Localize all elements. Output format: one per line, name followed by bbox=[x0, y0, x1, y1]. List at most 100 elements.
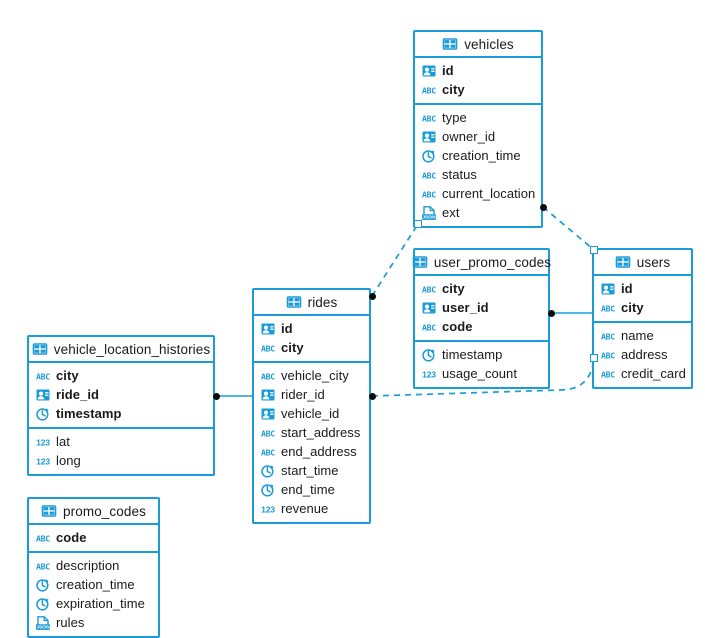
primary-key-row-user_promo_codes-city[interactable]: ABC city bbox=[415, 279, 548, 298]
abc-string-icon: ABC bbox=[421, 186, 437, 202]
field-label: id bbox=[281, 321, 293, 336]
uuid-key-icon bbox=[260, 406, 276, 422]
table-header-vehicle_location_histories[interactable]: vehicle_location_histories bbox=[29, 337, 213, 363]
field-label: end_address bbox=[281, 444, 357, 459]
123-number-icon: 123 bbox=[35, 453, 51, 469]
primary-key-row-rides-city[interactable]: ABC city bbox=[254, 338, 369, 357]
table-grid-icon bbox=[615, 254, 631, 270]
column-row-vehicles-status[interactable]: ABC status bbox=[415, 165, 541, 184]
column-row-rides-end_address[interactable]: ABC end_address bbox=[254, 442, 369, 461]
abc-string-icon: ABC bbox=[600, 328, 616, 344]
table-title-rides: rides bbox=[307, 294, 338, 310]
field-label: city bbox=[56, 368, 79, 383]
123-number-icon: 123 bbox=[260, 501, 276, 517]
primary-key-row-vehicles-id[interactable]: id bbox=[415, 61, 541, 80]
field-label: vehicle_id bbox=[281, 406, 340, 421]
column-row-promo_codes-creation_time[interactable]: creation_time bbox=[29, 575, 158, 594]
column-row-rides-start_time[interactable]: start_time bbox=[254, 461, 369, 480]
column-row-promo_codes-expiration_time[interactable]: expiration_time bbox=[29, 594, 158, 613]
abc-string-icon: ABC bbox=[260, 368, 276, 384]
table-title-user_promo_codes: user_promo_codes bbox=[433, 254, 552, 270]
field-label: expiration_time bbox=[56, 596, 145, 611]
column-row-vehicles-creation_time[interactable]: creation_time bbox=[415, 146, 541, 165]
clock-timestamp-icon bbox=[260, 463, 276, 479]
123-number-icon: 123 bbox=[421, 366, 437, 382]
primary-key-group-vehicle_location_histories: ABC city ride_id timestamp bbox=[29, 363, 213, 429]
table-title-promo_codes: promo_codes bbox=[63, 503, 146, 519]
column-row-rides-rider_id[interactable]: rider_id bbox=[254, 385, 369, 404]
table-header-users[interactable]: users bbox=[594, 250, 691, 276]
field-label: ext bbox=[442, 205, 460, 220]
abc-string-icon: ABC bbox=[421, 167, 437, 183]
field-label: status bbox=[442, 167, 477, 182]
field-label: city bbox=[442, 281, 465, 296]
abc-string-icon: ABC bbox=[421, 281, 437, 297]
svg-text:ABC: ABC bbox=[601, 369, 615, 379]
json-document-icon: JSON bbox=[421, 205, 437, 221]
table-header-rides[interactable]: rides bbox=[254, 290, 369, 316]
column-row-rides-vehicle_id[interactable]: vehicle_id bbox=[254, 404, 369, 423]
primary-key-row-vehicles-city[interactable]: ABC city bbox=[415, 80, 541, 99]
primary-key-row-vehicle_location_histories-ride_id[interactable]: ride_id bbox=[29, 385, 213, 404]
abc-string-icon: ABC bbox=[600, 300, 616, 316]
clock-timestamp-icon bbox=[35, 577, 51, 593]
json-document-icon: JSON bbox=[35, 615, 51, 631]
primary-key-row-promo_codes-code[interactable]: ABC code bbox=[29, 528, 158, 547]
field-label: user_id bbox=[442, 300, 489, 315]
relationship-endpoint-dot-vehicles-users-from bbox=[539, 203, 547, 211]
svg-text:123: 123 bbox=[422, 369, 436, 379]
primary-key-row-vehicle_location_histories-timestamp[interactable]: timestamp bbox=[29, 404, 213, 423]
primary-key-row-rides-id[interactable]: id bbox=[254, 319, 369, 338]
abc-string-icon: ABC bbox=[35, 368, 51, 384]
svg-text:ABC: ABC bbox=[261, 428, 275, 438]
primary-key-row-user_promo_codes-user_id[interactable]: user_id bbox=[415, 298, 548, 317]
relationship-endpoint-dot-rides-users-from bbox=[368, 392, 376, 400]
column-row-vehicles-owner_id[interactable]: owner_id bbox=[415, 127, 541, 146]
svg-text:ABC: ABC bbox=[422, 85, 436, 95]
field-label: description bbox=[56, 558, 120, 573]
svg-text:ABC: ABC bbox=[261, 343, 275, 353]
field-label: city bbox=[281, 340, 304, 355]
field-label: city bbox=[442, 82, 465, 97]
relationship-line-vehicles-users bbox=[542, 206, 595, 251]
svg-text:123: 123 bbox=[36, 437, 50, 447]
table-grid-icon bbox=[41, 503, 57, 519]
table-header-vehicles[interactable]: vehicles bbox=[415, 32, 541, 58]
column-row-vehicles-ext[interactable]: JSON ext bbox=[415, 203, 541, 222]
column-row-rides-end_time[interactable]: end_time bbox=[254, 480, 369, 499]
field-label: code bbox=[56, 530, 87, 545]
primary-key-row-users-id[interactable]: id bbox=[594, 279, 691, 298]
svg-text:ABC: ABC bbox=[601, 331, 615, 341]
abc-string-icon: ABC bbox=[600, 366, 616, 382]
field-label: ride_id bbox=[56, 387, 99, 402]
column-row-user_promo_codes-timestamp[interactable]: timestamp bbox=[415, 345, 548, 364]
primary-key-row-vehicle_location_histories-city[interactable]: ABC city bbox=[29, 366, 213, 385]
table-header-promo_codes[interactable]: promo_codes bbox=[29, 499, 158, 525]
table-header-user_promo_codes[interactable]: user_promo_codes bbox=[412, 250, 552, 276]
svg-text:ABC: ABC bbox=[261, 447, 275, 457]
svg-text:ABC: ABC bbox=[36, 533, 50, 543]
